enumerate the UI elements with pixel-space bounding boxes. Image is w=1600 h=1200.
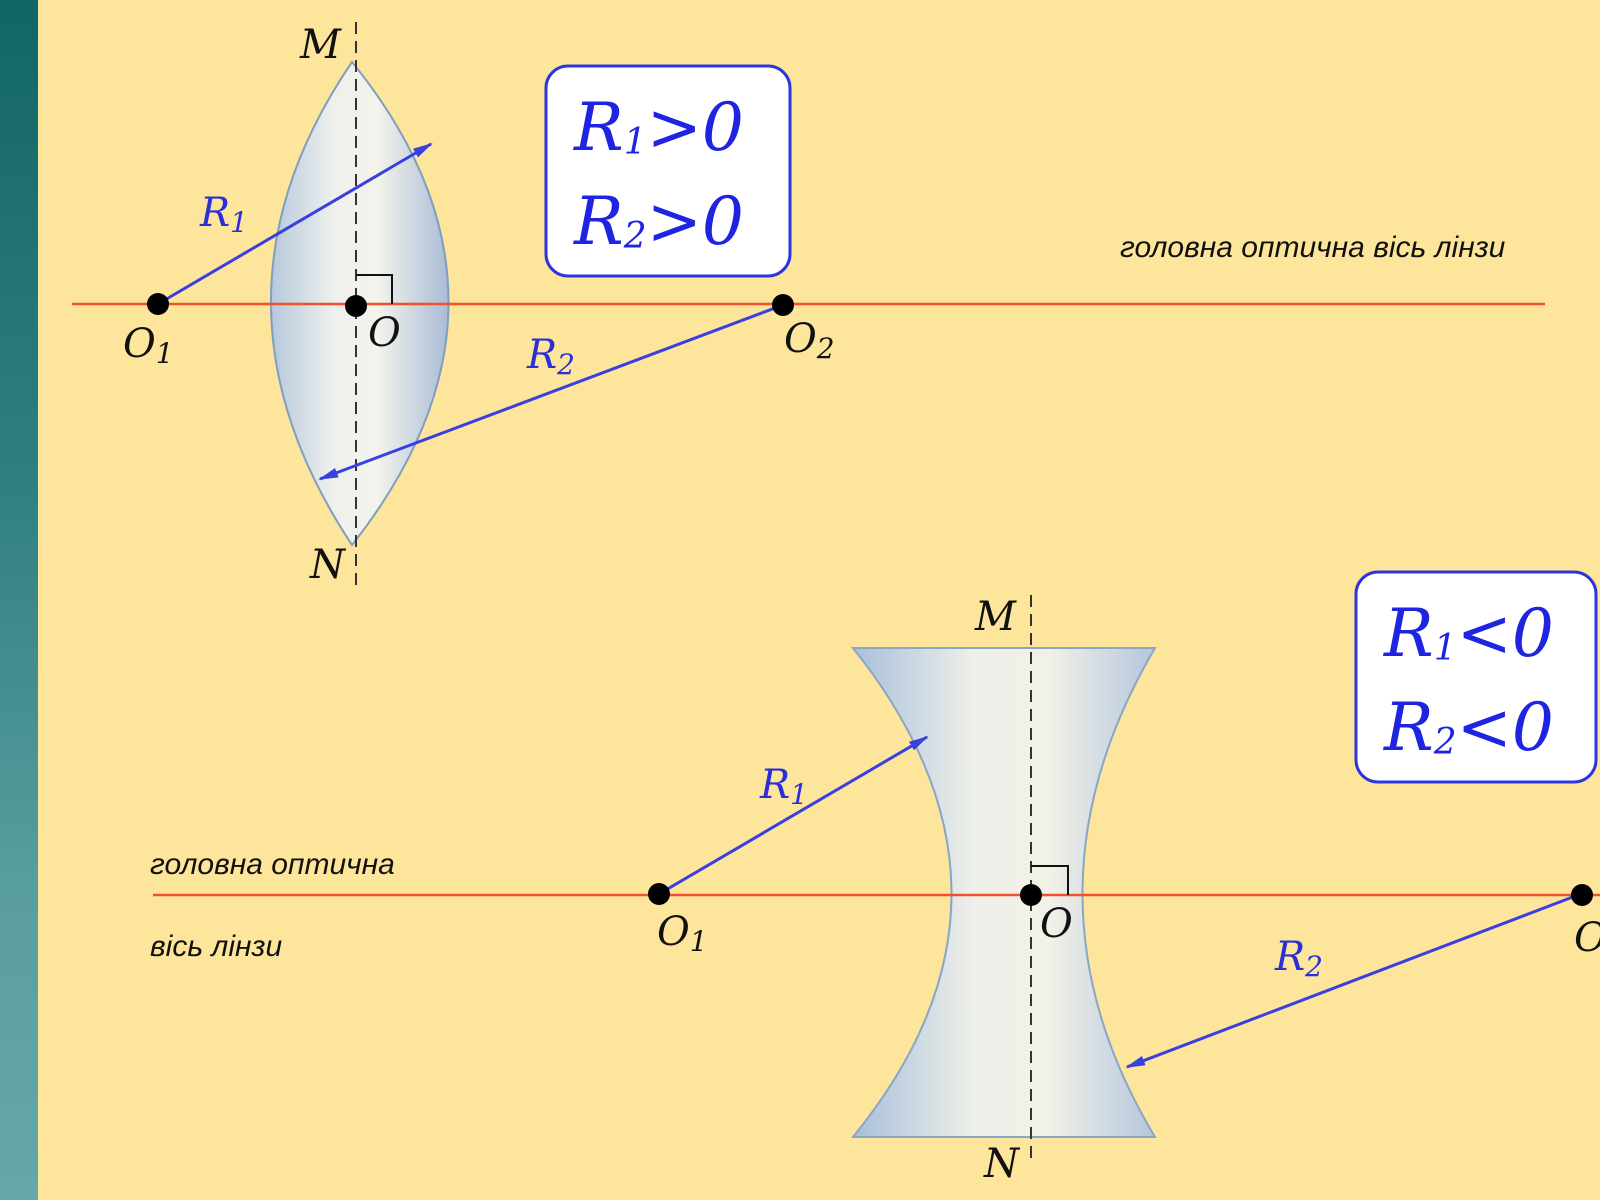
concave-lens-diagram: M N O O1 O R1 R2 головна оптична вісь лі… bbox=[150, 570, 1600, 1187]
concave-right-angle-mark bbox=[1031, 865, 1069, 895]
concave-point-o1 bbox=[648, 883, 670, 905]
convex-condition-box bbox=[544, 64, 792, 278]
convex-point-o bbox=[345, 295, 367, 317]
convex-axis-label: головна оптична вісь лінзи bbox=[1120, 231, 1506, 264]
concave-point-o2 bbox=[1571, 884, 1593, 906]
convex-condition-line1: R1>0 bbox=[573, 89, 744, 166]
concave-label-r1: R1 bbox=[759, 762, 808, 811]
convex-label-n: N bbox=[309, 542, 347, 588]
concave-condition-line2: R2<0 bbox=[1383, 689, 1554, 766]
concave-label-n: N bbox=[983, 1141, 1021, 1187]
concave-label-m: M bbox=[974, 594, 1017, 640]
concave-axis-label-line2: вісь лінзи bbox=[150, 930, 282, 963]
convex-lens-diagram: M N O O1 O2 R1 R2 головна оптична вісь л… bbox=[72, 22, 1545, 590]
convex-label-o1: O1 bbox=[123, 321, 174, 370]
concave-label-o: O bbox=[1040, 901, 1073, 947]
concave-axis-label-line1: головна оптична bbox=[150, 848, 395, 881]
concave-radius-r1-arrow bbox=[658, 735, 929, 896]
concave-label-o1: O1 bbox=[657, 909, 708, 958]
concave-radius-r2-arrow bbox=[1125, 893, 1579, 1069]
concave-label-r2: R2 bbox=[1274, 934, 1323, 983]
concave-point-o bbox=[1020, 884, 1042, 906]
convex-label-r1: R1 bbox=[199, 190, 248, 239]
convex-label-r2: R2 bbox=[526, 332, 575, 381]
convex-label-o: O bbox=[368, 310, 401, 356]
convex-radius-r1-arrow bbox=[157, 142, 433, 306]
convex-condition-line2: R2>0 bbox=[573, 183, 744, 260]
convex-label-m: M bbox=[299, 22, 342, 68]
convex-label-o2: O2 bbox=[784, 316, 835, 365]
convex-right-angle-mark bbox=[356, 274, 393, 304]
left-sidebar-bar bbox=[0, 0, 38, 1200]
concave-label-o2: O bbox=[1574, 915, 1600, 961]
concave-lens-shape bbox=[850, 647, 1157, 1138]
convex-point-o2 bbox=[772, 294, 794, 316]
convex-point-o1 bbox=[147, 293, 169, 315]
concave-condition-box bbox=[1354, 570, 1598, 784]
concave-condition-line1: R1<0 bbox=[1383, 595, 1554, 672]
convex-radius-r2-arrow bbox=[318, 303, 784, 481]
